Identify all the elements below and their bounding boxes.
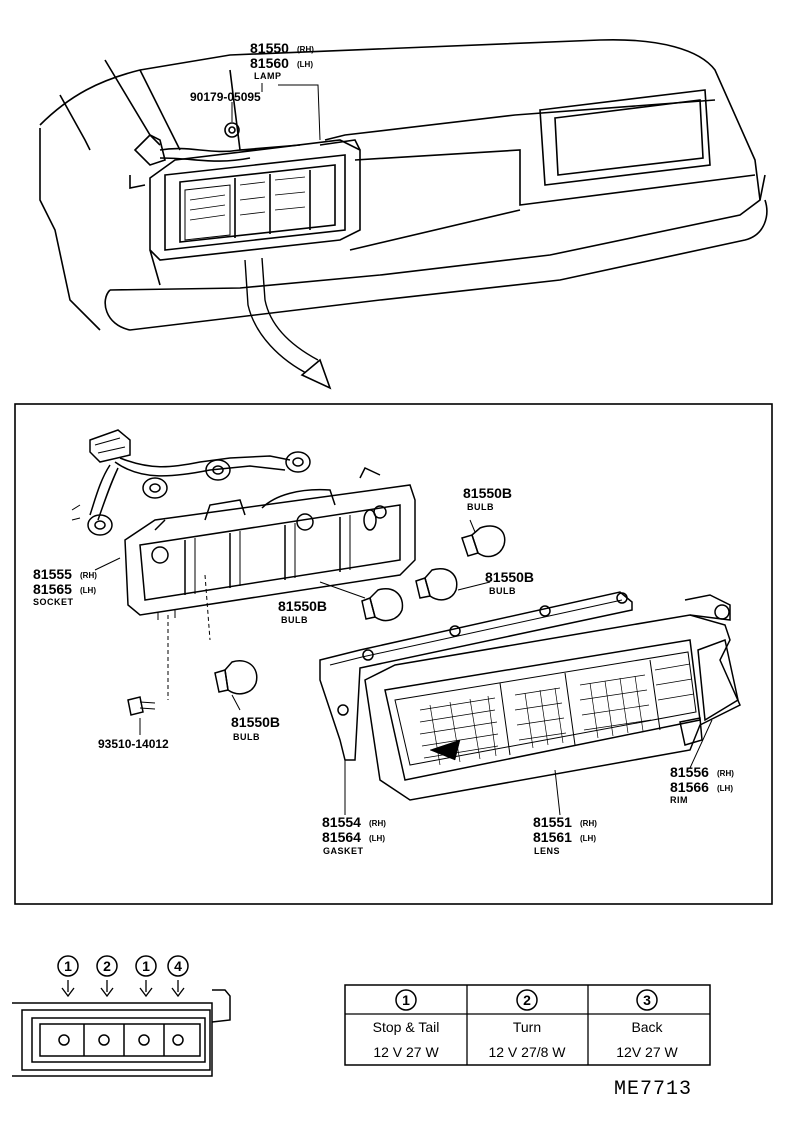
callout-bulb-mid: 81550B BULB [278, 598, 327, 625]
down-arrow-icon [139, 980, 153, 998]
callout-rim: 81556 (RH) 81566 (LH) RIM [670, 764, 734, 805]
gasket-rh-side: (RH) [369, 819, 386, 828]
rim-lh-number: 81566 [670, 779, 709, 795]
bulb-right-number: 81550B [485, 569, 534, 585]
lamp-outline-small [12, 989, 231, 1077]
position-marker-4: 4 [167, 955, 189, 998]
callout-lens: 81551 (RH) 81561 (LH) LENS [533, 814, 597, 856]
rim-rh-side: (RH) [717, 769, 734, 778]
socket-rh-side: (RH) [80, 571, 97, 580]
column-1-function: Stop & Tail [373, 1019, 440, 1035]
column-3-function: Back [631, 1019, 663, 1035]
diagram-reference-code: ME7713 [614, 1078, 692, 1101]
screw-part-number: 93510-14012 [98, 737, 169, 751]
callout-socket: 81555 (RH) 81565 (LH) SOCKET [33, 566, 97, 607]
socket-lh-side: (LH) [80, 586, 96, 595]
callout-bulb-top: 81550B BULB [463, 485, 512, 512]
lamp-rh-side: (RH) [297, 45, 314, 54]
callout-gasket: 81554 (RH) 81564 (LH) GASKET [322, 814, 386, 856]
bulb-mid-caption: BULB [281, 615, 308, 625]
table-column-2: 2 Turn 12 V 27/8 W [488, 989, 566, 1060]
gasket-lh-side: (LH) [369, 834, 385, 843]
bulb-top-caption: BULB [467, 502, 494, 512]
lens-rh-number: 81551 [533, 814, 572, 830]
rim-lh-side: (LH) [717, 784, 733, 793]
lens-rh-side: (RH) [580, 819, 597, 828]
table-column-1: 1 Stop & Tail 12 V 27 W [373, 989, 440, 1060]
svg-text:4: 4 [174, 958, 182, 974]
column-3-number: 3 [643, 992, 651, 1008]
socket-lh-number: 81565 [33, 581, 72, 597]
column-2-number: 2 [523, 992, 531, 1008]
lamp-lh-side: (LH) [297, 60, 313, 69]
rim-caption: RIM [670, 795, 688, 805]
column-1-spec: 12 V 27 W [373, 1044, 439, 1060]
bulb-mid-number: 81550B [278, 598, 327, 614]
lens-caption: LENS [534, 846, 560, 856]
bulb-low-number: 81550B [231, 714, 280, 730]
svg-text:1: 1 [142, 958, 150, 974]
exploded-lamp-illustration [71, 429, 741, 816]
bulb-low-caption: BULB [233, 732, 260, 742]
gasket-caption: GASKET [323, 846, 364, 856]
callout-lamp: 81550 (RH) 81560 (LH) LAMP [250, 40, 314, 81]
position-marker-3: 1 [135, 955, 157, 998]
callout-bulb-low: 81550B BULB [231, 714, 280, 742]
column-3-spec: 12V 27 W [616, 1044, 678, 1060]
column-2-spec: 12 V 27/8 W [488, 1044, 566, 1060]
position-marker-2: 2 [96, 955, 118, 998]
bulb-position-diagram: 1 2 1 4 [12, 955, 231, 1077]
vehicle-rear-illustration [39, 38, 768, 390]
lamp-lh-number: 81560 [250, 55, 289, 71]
position-marker-1: 1 [57, 955, 79, 998]
svg-text:2: 2 [103, 958, 111, 974]
gasket-rh-number: 81554 [322, 814, 361, 830]
gasket-lh-number: 81564 [322, 829, 361, 845]
svg-text:1: 1 [64, 958, 72, 974]
rim-rh-number: 81556 [670, 764, 709, 780]
table-column-3: 3 Back 12V 27 W [616, 989, 679, 1060]
down-arrow-icon [171, 980, 185, 998]
bulb-spec-table: 1 Stop & Tail 12 V 27 W 2 Turn 12 V 27/8… [344, 984, 711, 1066]
down-arrow-icon [100, 980, 114, 998]
nut-part-number: 90179-05095 [190, 90, 261, 104]
socket-caption: SOCKET [33, 597, 74, 607]
bulb-right-caption: BULB [489, 586, 516, 596]
exploded-view-frame [14, 403, 773, 905]
lamp-caption: LAMP [254, 71, 282, 81]
column-2-function: Turn [513, 1019, 541, 1035]
lens-lh-number: 81561 [533, 829, 572, 845]
callout-bulb-right: 81550B BULB [485, 569, 534, 596]
socket-rh-number: 81555 [33, 566, 72, 582]
lamp-rh-number: 81550 [250, 40, 289, 56]
lens-lh-side: (LH) [580, 834, 596, 843]
down-arrow-icon [61, 980, 75, 998]
bulb-top-number: 81550B [463, 485, 512, 501]
column-1-number: 1 [402, 992, 410, 1008]
